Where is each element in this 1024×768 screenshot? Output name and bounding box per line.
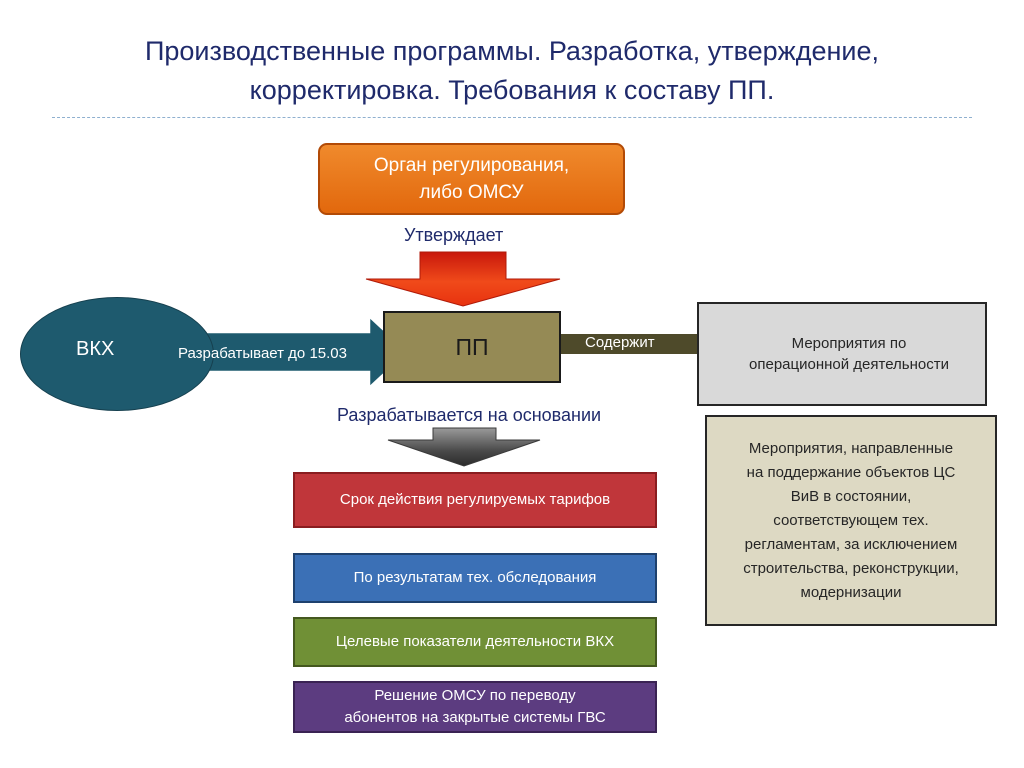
basis-item-label: абонентов на закрытые системы ГВС xyxy=(344,709,606,726)
regulator-line-1: Орган регулирования, xyxy=(373,155,570,176)
title-line-1: Производственные программы. Разработка, … xyxy=(144,36,880,66)
approves-label: Утверждает xyxy=(404,225,504,245)
title-line-2: корректировка. Требования к составу ПП. xyxy=(249,75,775,105)
maintenance-line: на поддержание объектов ЦС xyxy=(746,463,956,481)
maintenance-line: строительства, реконструкции, xyxy=(743,559,959,577)
basis-item-label: По результатам тех. обследования xyxy=(353,569,597,586)
basis-item-tech-survey: По результатам тех. обследования xyxy=(293,553,657,603)
basis-item-omsu-decision: Решение ОМСУ по переводу абонентов на за… xyxy=(293,681,657,733)
based-on-label: Разрабатывается на основании xyxy=(337,405,602,425)
vkh-ellipse xyxy=(20,297,214,411)
basis-item-target-indicators: Целевые показатели деятельности ВКХ xyxy=(293,617,657,667)
maintenance-line: модернизации xyxy=(800,583,902,601)
based-on-arrow xyxy=(387,427,541,467)
maintenance-line: регламентам, за исключением xyxy=(744,535,958,553)
basis-item-tariff-period: Срок действия регулируемых тарифов xyxy=(293,472,657,528)
basis-item-label: Решение ОМСУ по переводу xyxy=(374,687,576,704)
title-divider xyxy=(52,117,972,118)
approves-arrow xyxy=(365,251,561,307)
slide-title: Производственные программы. Разработка, … xyxy=(60,32,964,110)
contains-label: Содержит xyxy=(585,334,655,351)
maintenance-line: Мероприятия, направленные xyxy=(748,439,954,457)
basis-item-label: Срок действия регулируемых тарифов xyxy=(339,491,611,508)
regulator-line-2: либо ОМСУ xyxy=(419,182,524,203)
basis-item-label: Целевые показатели деятельности ВКХ xyxy=(335,633,615,650)
vkh-label: ВКХ xyxy=(76,338,115,360)
maintenance-line: соответствующем тех. xyxy=(773,511,929,529)
develops-label: Разрабатывает до 15.03 xyxy=(178,344,347,362)
maintenance-activities-box: Мероприятия, направленные на поддержание… xyxy=(705,415,997,626)
maintenance-line: ВиВ в состоянии, xyxy=(790,487,912,505)
operational-line-2: операционной деятельности xyxy=(749,356,949,373)
regulator-box: Орган регулирования, либо ОМСУ xyxy=(318,143,625,215)
pp-box: ПП xyxy=(383,311,561,383)
operational-line-1: Мероприятия по xyxy=(791,335,907,352)
operational-activities-box: Мероприятия по операционной деятельности xyxy=(697,302,987,406)
